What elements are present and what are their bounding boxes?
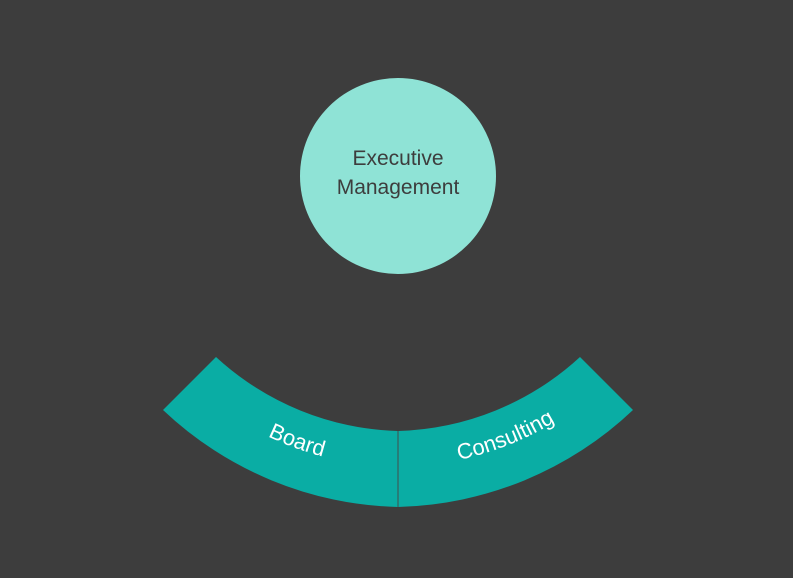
- consulting-segment: [398, 357, 633, 507]
- center-node-title-line1: Executive: [352, 147, 443, 170]
- center-node-circle: [300, 78, 496, 274]
- center-node-title-line2: Management: [337, 176, 460, 199]
- board-segment: [163, 357, 398, 507]
- arc-band: Board Consulting: [163, 357, 633, 507]
- executive-management-node: Executive Management: [300, 78, 496, 274]
